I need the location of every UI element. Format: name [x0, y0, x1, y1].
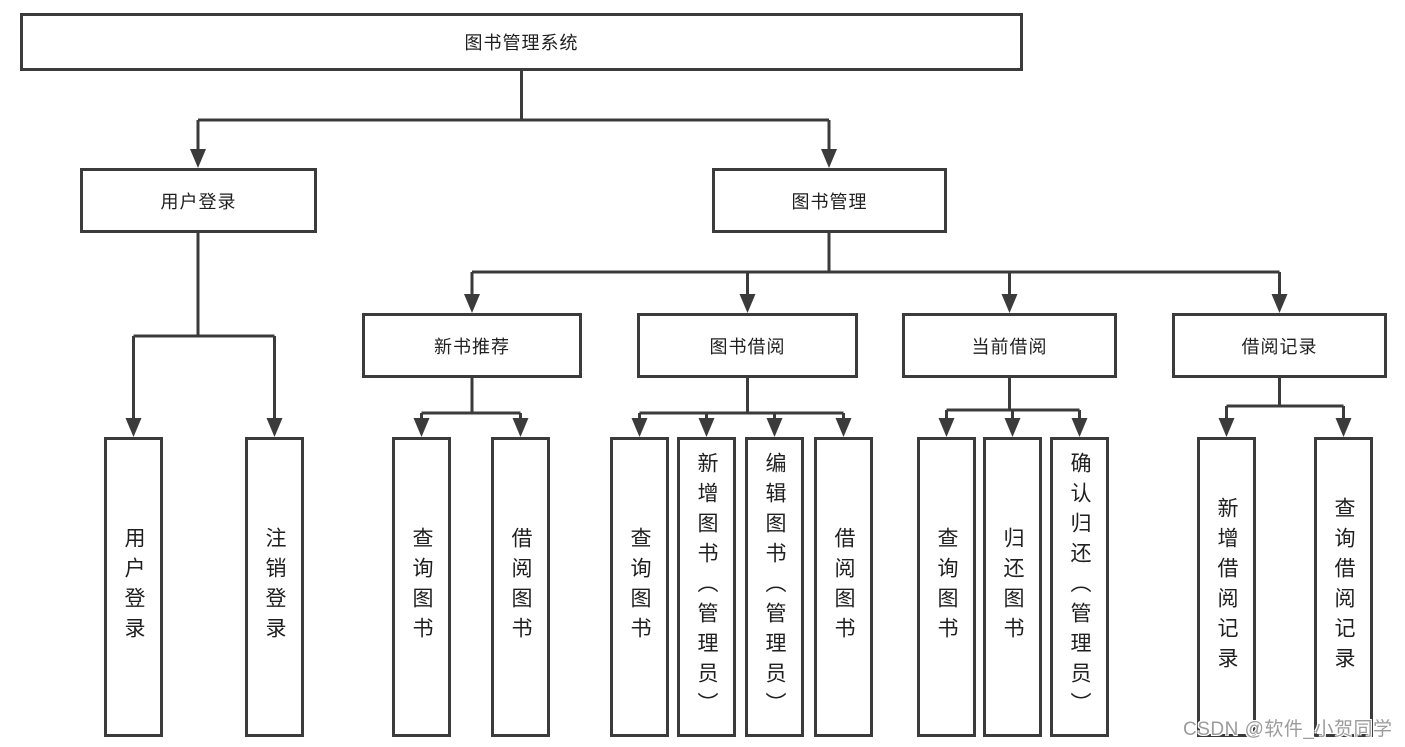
node-book-borrowing: 图书借阅 — [637, 313, 858, 378]
leaf-add-book-admin: 新增图书（管理员） — [677, 437, 736, 737]
node-borrowing-records: 借阅记录 — [1172, 313, 1387, 378]
leaf-borrow-books: 借阅图书 — [814, 437, 873, 737]
node-current-borrowing: 当前借阅 — [902, 313, 1117, 378]
leaf-query-borrow-record: 查询借阅记录 — [1314, 437, 1373, 737]
leaf-query-books-borrow: 查询图书 — [610, 437, 669, 737]
leaf-logout: 注销登录 — [245, 437, 304, 737]
leaf-return-books: 归还图书 — [983, 437, 1042, 737]
node-user-login: 用户登录 — [80, 168, 317, 233]
leaf-query-books-recommend: 查询图书 — [392, 437, 451, 737]
leaf-add-borrow-record: 新增借阅记录 — [1197, 437, 1256, 737]
leaf-user-login: 用户登录 — [104, 437, 163, 737]
leaf-query-books-current: 查询图书 — [917, 437, 976, 737]
leaf-borrow-books-recommend: 借阅图书 — [491, 437, 550, 737]
node-library-management-system: 图书管理系统 — [20, 13, 1023, 71]
node-book-management: 图书管理 — [712, 168, 947, 233]
node-new-book-recommendation: 新书推荐 — [362, 313, 582, 378]
leaf-edit-book-admin: 编辑图书（管理员） — [745, 437, 804, 737]
leaf-confirm-return-admin: 确认归还（管理员） — [1050, 437, 1109, 737]
csdn-watermark: CSDN @软件_小贺同学 — [1183, 719, 1393, 740]
